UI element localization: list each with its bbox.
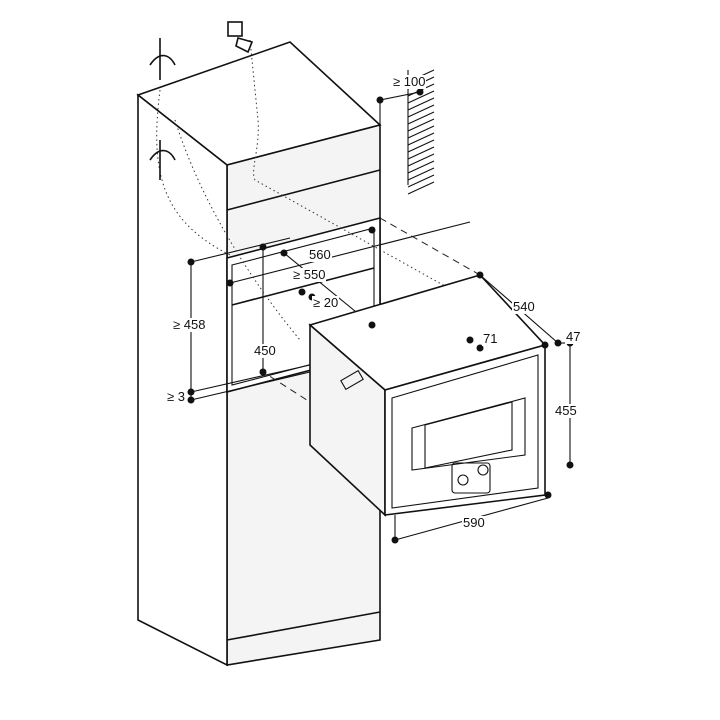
dimension-point — [368, 226, 376, 234]
dimension-point — [259, 243, 267, 251]
inner-height-label: 450 — [253, 343, 277, 358]
niche-height-label: ≥ 458 — [172, 317, 207, 332]
dimension-point — [187, 388, 195, 396]
dimension-point — [476, 344, 484, 352]
dimension-point — [368, 321, 376, 329]
ventilation-gap-label: ≥ 20 — [312, 295, 340, 310]
dimension-point — [259, 368, 267, 376]
dimension-point — [226, 279, 234, 287]
dimension-point — [187, 258, 195, 266]
dimension-point — [416, 88, 424, 96]
niche-width-label: 560 — [308, 247, 332, 262]
front-panel-depth-label: 47 — [565, 329, 582, 344]
clearance-top-label: ≥ 100 — [392, 74, 427, 89]
appliance-height-label: 455 — [554, 403, 578, 418]
dimension-point — [476, 271, 484, 279]
dimension-point — [391, 536, 399, 544]
niche-width-min-label: ≥ 550 — [292, 267, 327, 282]
appliance-width-label: 590 — [462, 515, 486, 530]
dimension-point — [544, 491, 552, 499]
dimension-point — [187, 396, 195, 404]
dimension-point — [280, 249, 288, 257]
dimension-point — [298, 288, 306, 296]
appliance-depth-label: 540 — [512, 299, 536, 314]
dimension-point — [566, 461, 574, 469]
control-offset-label: 71 — [482, 331, 499, 346]
dimension-point — [554, 339, 562, 347]
power-plug-icon — [227, 21, 254, 54]
dimension-point — [541, 341, 549, 349]
dimension-point — [466, 336, 474, 344]
bottom-gap-label: ≥ 3 — [166, 389, 186, 404]
ceiling-anchor-icon — [149, 38, 176, 180]
dimension-point — [376, 96, 384, 104]
oven-appliance — [308, 274, 547, 517]
